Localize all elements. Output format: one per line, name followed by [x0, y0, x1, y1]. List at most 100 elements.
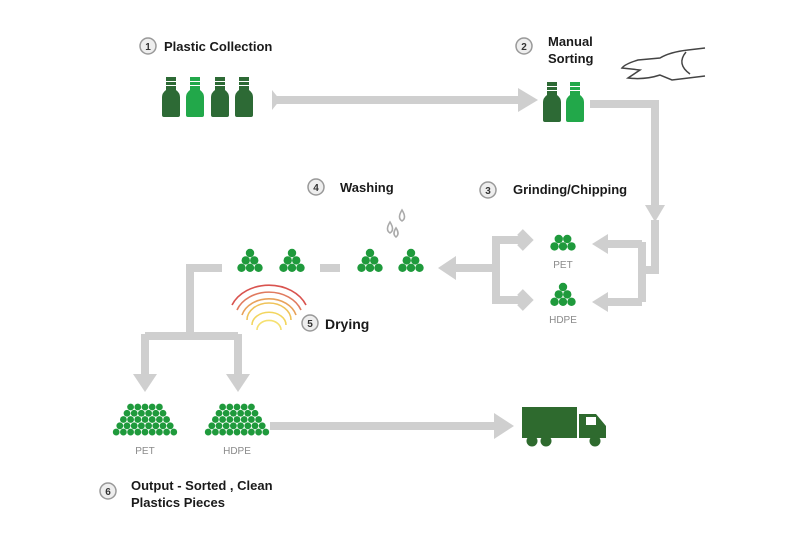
chip	[127, 428, 134, 436]
chip	[230, 409, 237, 417]
chip	[237, 263, 246, 272]
chip	[156, 428, 163, 436]
chip	[406, 263, 416, 272]
chip	[251, 422, 259, 430]
chip	[411, 256, 420, 265]
chip	[156, 416, 163, 423]
chip	[248, 416, 255, 423]
chip	[148, 428, 156, 436]
chip	[212, 416, 219, 423]
chip	[240, 416, 248, 423]
water-drops-icon	[386, 208, 406, 239]
arrow-output-to-truck	[270, 413, 514, 439]
chip	[398, 263, 407, 272]
step-6-number: 6	[105, 487, 111, 498]
chip	[215, 422, 223, 430]
chip	[279, 263, 288, 272]
bottles-collection	[162, 77, 253, 117]
chip	[258, 422, 266, 430]
chip	[219, 428, 227, 436]
chip	[245, 248, 255, 258]
chip	[250, 256, 259, 265]
chip	[145, 409, 153, 417]
chip	[219, 403, 227, 411]
step-5-number: 5	[307, 319, 313, 330]
chip	[134, 416, 142, 423]
step-3-number: 3	[485, 186, 491, 197]
chip	[237, 409, 245, 417]
chip	[370, 256, 379, 265]
step-5: 5 Drying	[301, 314, 369, 332]
chip-piles-output	[112, 403, 270, 436]
plastic-chips-icon	[204, 403, 270, 436]
chip	[558, 242, 568, 251]
chip	[365, 263, 375, 272]
chip	[112, 428, 120, 436]
plastic-chips-icon	[279, 248, 305, 272]
chip	[251, 409, 259, 417]
step-2-label-line1: Manual	[548, 34, 593, 49]
chip	[237, 422, 245, 430]
chip	[134, 403, 142, 411]
step-3: 3 Grinding/Chipping	[479, 181, 627, 199]
chip	[120, 416, 127, 423]
heat-waves-icon	[231, 284, 307, 331]
chip	[402, 256, 411, 265]
chip	[230, 422, 237, 430]
chip	[134, 428, 142, 436]
chip	[563, 234, 572, 244]
chip	[123, 409, 131, 417]
chip	[287, 248, 297, 258]
chip	[138, 409, 145, 417]
chip-piles-grinding	[237, 234, 576, 306]
chip	[233, 416, 241, 423]
chip	[374, 263, 383, 272]
chip	[283, 256, 292, 265]
grinding-split-arrows	[438, 229, 646, 312]
chip	[148, 403, 156, 411]
chip	[563, 290, 572, 299]
chip	[127, 416, 134, 423]
chip	[248, 403, 255, 411]
truck-icon	[522, 407, 606, 447]
hdpe-label-output: HDPE	[223, 446, 251, 457]
step-4: 4 Washing	[307, 178, 394, 196]
chip	[554, 234, 563, 244]
chip	[152, 409, 160, 417]
arrow-collection-to-sorting	[272, 88, 538, 112]
bottle-icon	[211, 77, 229, 117]
chip	[567, 242, 576, 251]
chip	[130, 422, 138, 430]
chip	[120, 428, 127, 436]
chip	[550, 242, 559, 251]
chip	[152, 422, 160, 430]
chip	[123, 422, 131, 430]
chip	[163, 428, 171, 436]
chip	[233, 403, 241, 411]
chip	[240, 428, 248, 436]
chip	[567, 297, 576, 306]
step-6-label-line2: Plastics Pieces	[131, 495, 225, 510]
chip	[116, 422, 124, 430]
step-2-number: 2	[521, 42, 527, 53]
chip	[245, 263, 255, 272]
plastic-chips-icon	[112, 403, 178, 436]
chip	[406, 248, 416, 258]
step-1-label: Plastic Collection	[164, 39, 272, 54]
chip	[141, 403, 149, 411]
plastic-chips-icon	[550, 282, 576, 306]
step-1-number: 1	[145, 42, 151, 53]
chip	[208, 422, 216, 430]
bottle-icon	[162, 77, 180, 117]
bottle-icon	[543, 82, 561, 122]
chip	[159, 409, 167, 417]
chip	[222, 422, 230, 430]
step-6: 6 Output - Sorted , Clean Plastics Piece…	[99, 478, 273, 510]
step-2-label-line2: Sorting	[548, 51, 594, 66]
chip	[219, 416, 227, 423]
chip	[248, 428, 255, 436]
chip	[166, 422, 174, 430]
chip	[357, 263, 366, 272]
